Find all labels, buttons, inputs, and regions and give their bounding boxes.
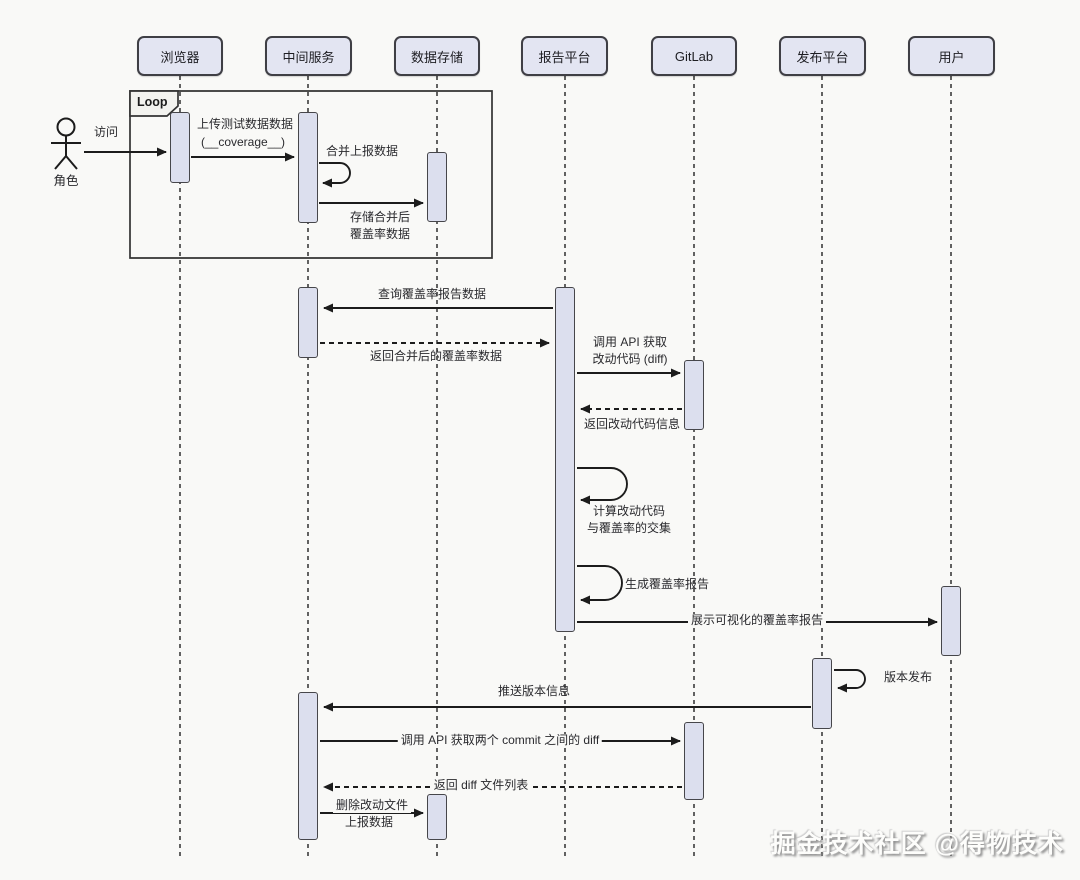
participant-user: 用户 [908,36,995,76]
activation-gitlab-diff [684,360,704,430]
activation-browser [170,112,190,183]
actor-figure [51,117,81,170]
participant-browser-label: 浏览器 [160,49,200,65]
activation-report-platform [555,287,575,632]
message-calc-line2: 与覆盖率的交集 [586,521,672,535]
participant-gitlab: GitLab [651,36,737,76]
message-commit-diff: 调用 API 获取两个 commit 之间的 diff [397,733,603,748]
activation-data-storage-loop [427,152,447,222]
message-call-api-line1: 调用 API 获取 [592,335,668,349]
message-visit: 访问 [93,125,119,139]
activation-user [941,586,961,656]
message-upload-line1: 上传测试数据数据 [196,117,294,131]
message-version-release: 版本发布 [883,670,933,684]
message-query-coverage: 查询覆盖率报告数据 [377,287,487,301]
participant-data-storage: 数据存储 [394,36,480,76]
message-calc-line1: 计算改动代码 [592,504,666,518]
participant-report-platform-label: 报告平台 [538,49,591,65]
activation-release-platform [812,658,832,729]
participant-report-platform: 报告平台 [521,36,608,76]
message-store-line2: 覆盖率数据 [349,227,411,241]
arrow-merge-self-loop [319,162,351,188]
activation-data-storage-delete [427,794,447,840]
message-merge-report: 合并上报数据 [325,144,399,158]
arrow-release-self-loop [834,669,866,693]
message-store-line1: 存储合并后 [349,210,411,224]
activation-middle-service-push [298,692,318,840]
arrow-generate-self-loop [577,565,623,605]
participant-browser: 浏览器 [137,36,223,76]
participant-user-label: 用户 [938,49,965,65]
participant-release-platform: 发布平台 [779,36,866,76]
message-delete-line1: 删除改动文件 [332,798,412,813]
participant-release-platform-label: 发布平台 [796,49,849,65]
message-generate-report: 生成覆盖率报告 [624,577,710,591]
actor-head [56,117,76,137]
arrow-calc-self-loop [577,467,628,505]
message-call-api-line2: 改动代码 (diff) [592,352,668,366]
participant-data-storage-label: 数据存储 [410,49,463,65]
activation-middle-service-query [298,287,318,358]
watermark: 掘金技术社区 @得物技术 [770,830,1064,858]
activation-middle-service-loop [298,112,318,223]
activation-gitlab-commit [684,722,704,800]
actor-label: 角色 [53,174,79,188]
message-return-merged: 返回合并后的覆盖率数据 [369,349,503,363]
message-push-version: 推送版本信息 [497,684,571,698]
participant-middle-service: 中间服务 [265,36,352,76]
message-return-change-info: 返回改动代码信息 [583,417,681,431]
participant-middle-service-label: 中间服务 [282,49,335,65]
actor-body [51,136,81,170]
message-upload-line2: (__coverage__) [200,135,286,149]
participant-gitlab-label: GitLab [674,48,714,64]
message-diff-file-list: 返回 diff 文件列表 [430,778,532,793]
loop-label: Loop [137,95,168,109]
message-show-report: 展示可视化的覆盖率报告 [687,613,827,628]
message-delete-line2: 上报数据 [341,815,397,830]
